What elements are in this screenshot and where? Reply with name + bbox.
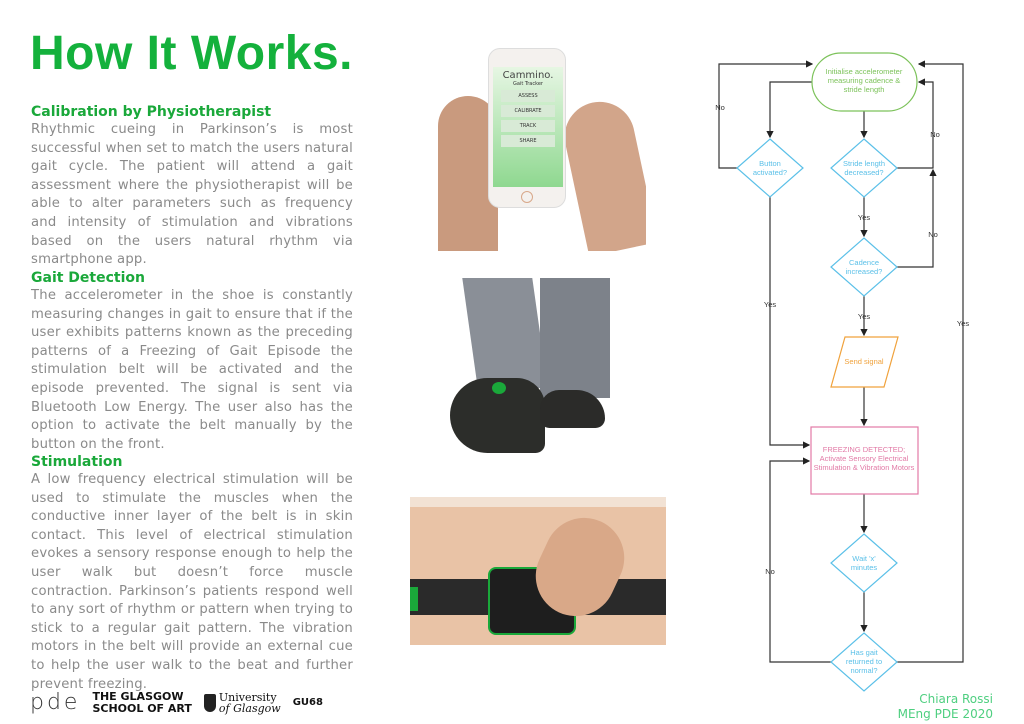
cadence-text: increased? (846, 267, 883, 276)
author-block: Chiara Rossi MEng PDE 2020 (898, 692, 993, 722)
gsa-logo-line: THE GLASGOW (92, 689, 184, 703)
label-no: No (930, 130, 940, 139)
label-yes: Yes (764, 300, 776, 309)
shoe-image (440, 278, 620, 460)
send-signal-node (830, 336, 899, 388)
button-text: activated? (753, 168, 787, 177)
label-no: No (928, 230, 938, 239)
section-gait-detection: Gait Detection The accelerometer in the … (31, 270, 353, 454)
sensor-icon (492, 382, 506, 394)
send-text: Send signal (844, 357, 884, 366)
app-button-assess[interactable]: ASSESS (501, 90, 555, 102)
start-text: stride length (844, 85, 885, 94)
button-text: Button (759, 159, 781, 168)
gait-text: Has gait (850, 648, 878, 657)
section-body: The accelerometer in the shoe is constan… (31, 288, 353, 452)
app-button-track[interactable]: TRACK (501, 120, 555, 132)
start-node (811, 52, 918, 112)
wait-text: minutes (851, 563, 878, 572)
home-button-icon (521, 191, 533, 203)
button-decision (736, 138, 804, 198)
app-button-calibrate[interactable]: CALIBRATE (501, 105, 555, 117)
label-yes: Yes (957, 319, 969, 328)
freeze-text: FREEZING DETECTED; (823, 445, 906, 454)
university-logo-line: of Glasgow (218, 701, 281, 715)
crest-icon (203, 693, 216, 712)
gu68-logo: GU68 (292, 697, 323, 708)
section-calibration: Calibration by Physiotherapist Rhythmic … (31, 104, 353, 270)
section-heading: Gait Detection (31, 270, 145, 286)
phone-app-image: Cammino. Gait Tracker ASSESS CALIBRATE T… (438, 46, 646, 251)
section-body: A low frequency electrical stimulation w… (31, 472, 353, 692)
gait-text: normal? (850, 666, 877, 675)
flowchart-connectors (718, 60, 964, 663)
gsa-logo-line: SCHOOL OF ART (92, 701, 192, 715)
author-course: MEng PDE 2020 (897, 707, 993, 721)
stride-text: decreased? (844, 168, 883, 177)
author-name: Chiara Rossi (919, 692, 993, 706)
university-logo-line: University (218, 690, 277, 704)
freeze-text: Stimulation & Vibration Motors (814, 463, 915, 472)
section-body: Rhythmic cueing in Parkinson’s is most s… (31, 122, 353, 268)
belt-image (410, 497, 666, 645)
start-text: measuring cadence & (828, 76, 901, 85)
section-heading: Stimulation (31, 454, 123, 470)
app-button-share[interactable]: SHARE (501, 135, 555, 147)
freeze-text: Activate Sensory Electrical (820, 454, 909, 463)
pde-logo: pde (30, 690, 81, 715)
stride-decision (830, 138, 898, 198)
app-subtitle: Gait Tracker (513, 81, 543, 87)
page-title: How It Works. (30, 27, 353, 80)
gait-text: returned to (846, 657, 882, 666)
start-text: Initialise accelerometer (826, 67, 903, 76)
logo-bar: pde THE GLASGOW SCHOOL OF ART University… (30, 690, 323, 715)
app-name: Cammino. (502, 70, 554, 81)
label-no: No (715, 103, 725, 112)
stride-text: Stride length (843, 159, 885, 168)
wait-node (830, 533, 898, 593)
label-yes: Yes (858, 213, 870, 222)
gsa-logo: THE GLASGOW SCHOOL OF ART (92, 689, 192, 715)
cadence-text: Cadence (849, 258, 879, 267)
wait-text: Wait 'x' (852, 554, 876, 563)
label-no: No (765, 567, 775, 576)
section-heading: Calibration by Physiotherapist (31, 104, 272, 120)
label-yes: Yes (858, 312, 870, 321)
freezing-node (810, 426, 919, 495)
gait-normal-decision (830, 632, 898, 692)
cadence-decision (830, 237, 898, 297)
section-stimulation: Stimulation A low frequency electrical s… (31, 454, 353, 694)
